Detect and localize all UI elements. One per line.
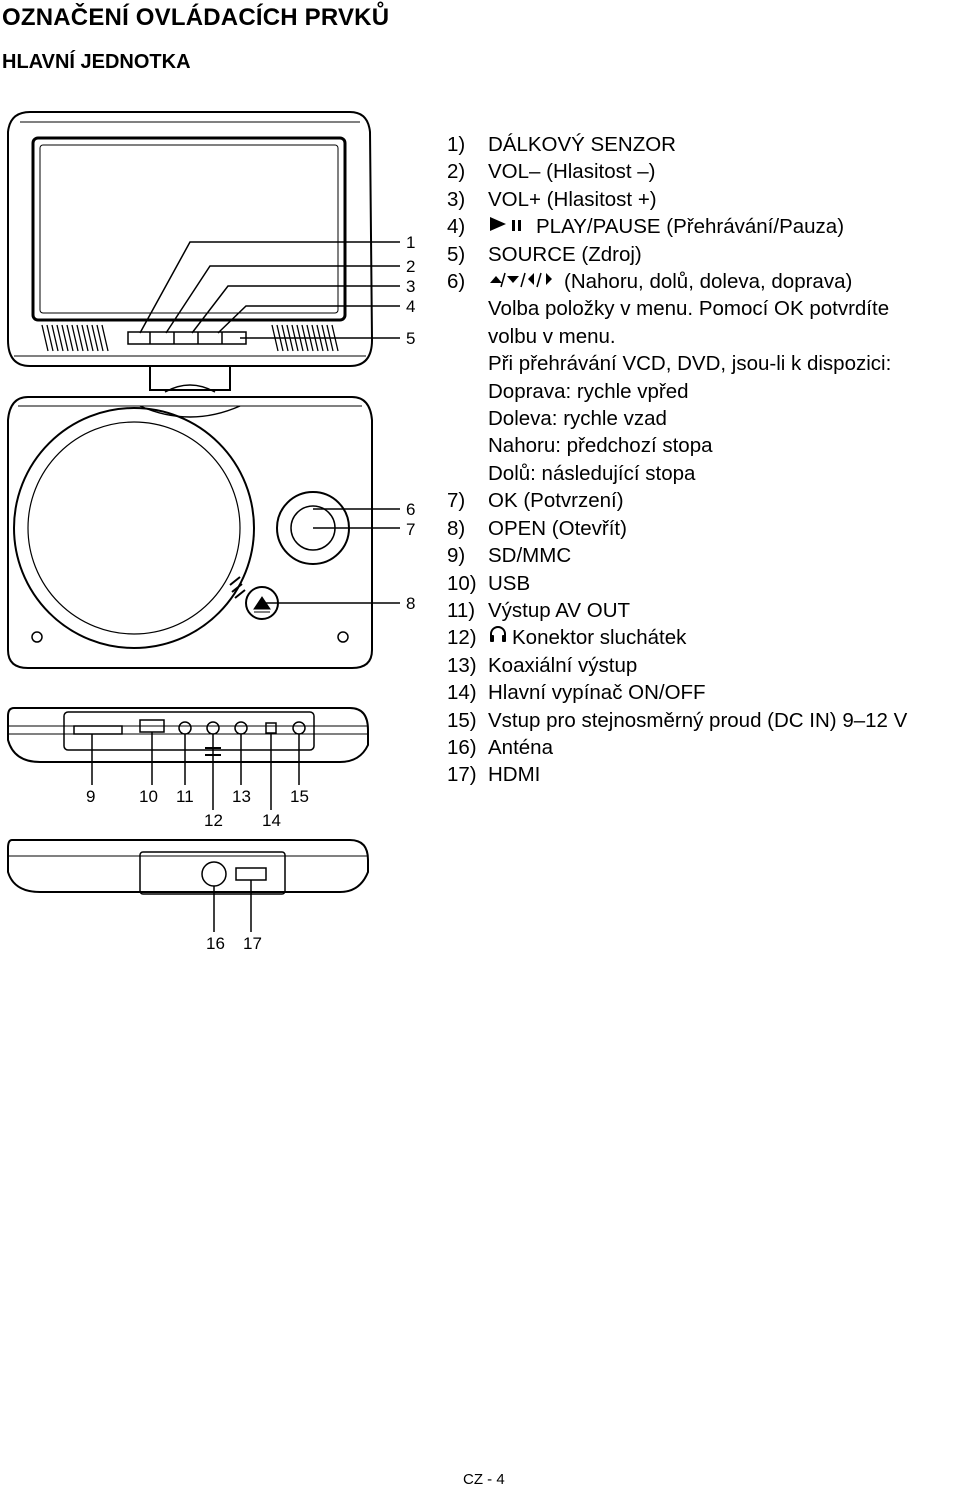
legend-item-4: 4) PLAY/PAUSE (Přehrávání/Pauza) bbox=[447, 213, 907, 240]
legend-text: OPEN (Otevřít) bbox=[488, 516, 627, 540]
legend-num: 5) bbox=[447, 242, 466, 266]
legend-item-11: 11) Výstup AV OUT bbox=[447, 597, 907, 624]
legend-num: 3) bbox=[447, 187, 466, 211]
legend-num: 6) bbox=[447, 270, 466, 294]
legend-text: PLAY/PAUSE (Přehrávání/Pauza) bbox=[536, 215, 845, 239]
callout-7: 7 bbox=[406, 520, 415, 539]
rear-panel bbox=[7, 839, 369, 893]
legend-item-3: 3) VOL+ (Hlasitost +) bbox=[447, 186, 907, 213]
callout-3: 3 bbox=[406, 277, 415, 296]
item6-line: Doprava: rychle vpřed bbox=[488, 379, 689, 403]
callout-15: 15 bbox=[290, 787, 309, 806]
callout-5: 5 bbox=[406, 329, 415, 348]
legend-text: Hlavní vypínač ON/OFF bbox=[488, 681, 706, 705]
legend-text: Anténa bbox=[488, 735, 553, 759]
callout-13: 13 bbox=[232, 787, 251, 806]
legend-text: DÁLKOVÝ SENZOR bbox=[488, 133, 676, 156]
legend-text: (Nahoru, dolů, doleva, doprava) bbox=[564, 270, 853, 294]
section-subtitle: HLAVNÍ JEDNOTKA bbox=[2, 51, 191, 73]
legend-item-16: 16) Anténa bbox=[447, 734, 907, 761]
play-pause-icon bbox=[488, 213, 532, 240]
callout-12: 12 bbox=[204, 811, 223, 830]
screen bbox=[31, 136, 347, 322]
legend-text: HDMI bbox=[488, 763, 541, 787]
arrows-icon bbox=[488, 268, 560, 295]
legend-num: 12) bbox=[447, 626, 477, 650]
legend-text: SOURCE (Zdroj) bbox=[488, 242, 642, 266]
legend-item-9: 9) SD/MMC bbox=[447, 542, 907, 569]
callout-10: 10 bbox=[139, 787, 158, 806]
callout-16: 16 bbox=[206, 934, 225, 953]
legend-num: 14) bbox=[447, 681, 477, 705]
item6-line: Při přehrávání VCD, DVD, jsou-li k dispo… bbox=[488, 352, 892, 376]
legend-num: 16) bbox=[447, 735, 477, 759]
base-outline bbox=[7, 396, 373, 669]
legend-item-12: 12) Konektor sluchátek bbox=[447, 624, 907, 651]
headphones-icon bbox=[488, 624, 508, 651]
side-panel bbox=[7, 707, 369, 763]
legend-num: 13) bbox=[447, 653, 477, 677]
legend-text: VOL– (Hlasitost –) bbox=[488, 160, 656, 184]
legend-item-1: 1) DÁLKOVÝ SENZOR bbox=[447, 131, 907, 158]
legend-num: 4) bbox=[447, 215, 466, 239]
callout-1: 1 bbox=[406, 233, 415, 252]
legend-num: 2) bbox=[447, 160, 466, 184]
legend-num: 1) bbox=[447, 133, 466, 156]
item6-line: volbu v menu. bbox=[488, 324, 616, 348]
control-buttons bbox=[127, 331, 247, 345]
item6-line: Nahoru: předchozí stopa bbox=[488, 434, 713, 458]
callout-17: 17 bbox=[243, 934, 262, 953]
callout-2: 2 bbox=[406, 257, 415, 276]
legend-item-5: 5) SOURCE (Zdroj) bbox=[447, 241, 907, 268]
callout-9: 9 bbox=[86, 787, 95, 806]
legend-num: 9) bbox=[447, 544, 466, 568]
legend-item-10: 10) USB bbox=[447, 570, 907, 597]
legend-item-17: 17) HDMI bbox=[447, 761, 907, 788]
legend-num: 11) bbox=[447, 598, 476, 622]
legend-text: SD/MMC bbox=[488, 544, 572, 568]
callout-6: 6 bbox=[406, 500, 415, 519]
legend-num: 7) bbox=[447, 489, 466, 513]
callout-14: 14 bbox=[262, 811, 281, 830]
legend-text: Konektor sluchátek bbox=[512, 626, 687, 650]
page-title: OZNAČENÍ OVLÁDACÍCH PRVKŮ bbox=[2, 4, 390, 31]
legend-text: USB bbox=[488, 571, 531, 595]
legend-item-15: 15) Vstup pro stejnosměrný proud (DC IN) … bbox=[447, 707, 907, 734]
legend-item-7: 7) OK (Potvrzení) bbox=[447, 487, 907, 514]
item6-line: Dolů: následující stopa bbox=[488, 461, 696, 485]
legend-item-13: 13) Koaxiální výstup bbox=[447, 652, 907, 679]
legend-text: Vstup pro stejnosměrný proud (DC IN) 9–1… bbox=[488, 708, 908, 732]
callout-11: 11 bbox=[176, 787, 194, 806]
item6-line: Volba položky v menu. Pomocí OK potvrdít… bbox=[488, 297, 890, 321]
lid-outline bbox=[7, 111, 374, 367]
legend-num: 8) bbox=[447, 516, 466, 540]
legend-text: Výstup AV OUT bbox=[488, 598, 631, 622]
callout-8: 8 bbox=[406, 594, 415, 613]
legend-text: VOL+ (Hlasitost +) bbox=[488, 187, 657, 211]
legend-num: 17) bbox=[447, 763, 477, 787]
disc-lid bbox=[13, 407, 255, 649]
legend-item-8: 8) OPEN (Otevřít) bbox=[447, 515, 907, 542]
legend-num: 10) bbox=[447, 571, 477, 595]
device-diagram: 1 2 3 4 5 6 7 8 9 10 11 12 13 14 15 16 1… bbox=[0, 100, 440, 970]
legend-num: 15) bbox=[447, 708, 477, 732]
legend-item-6: 6) (Nahoru, dolů, doleva, doprava) bbox=[447, 268, 907, 295]
callout-4: 4 bbox=[406, 297, 415, 316]
legend-text: OK (Potvrzení) bbox=[488, 489, 624, 513]
item6-line: Doleva: rychle vzad bbox=[488, 407, 667, 431]
controls-legend: 1) DÁLKOVÝ SENZOR 2) VOL– (Hlasitost –) 3)… bbox=[447, 131, 907, 789]
legend-text: Koaxiální výstup bbox=[488, 653, 638, 677]
page-number: CZ - 4 bbox=[463, 1471, 505, 1488]
legend-item-14: 14) Hlavní vypínač ON/OFF bbox=[447, 679, 907, 706]
device-drawing: 1 2 3 4 5 6 7 8 9 10 11 12 13 14 15 16 1… bbox=[7, 111, 415, 953]
legend-item-2: 2) VOL– (Hlasitost –) bbox=[447, 158, 907, 185]
